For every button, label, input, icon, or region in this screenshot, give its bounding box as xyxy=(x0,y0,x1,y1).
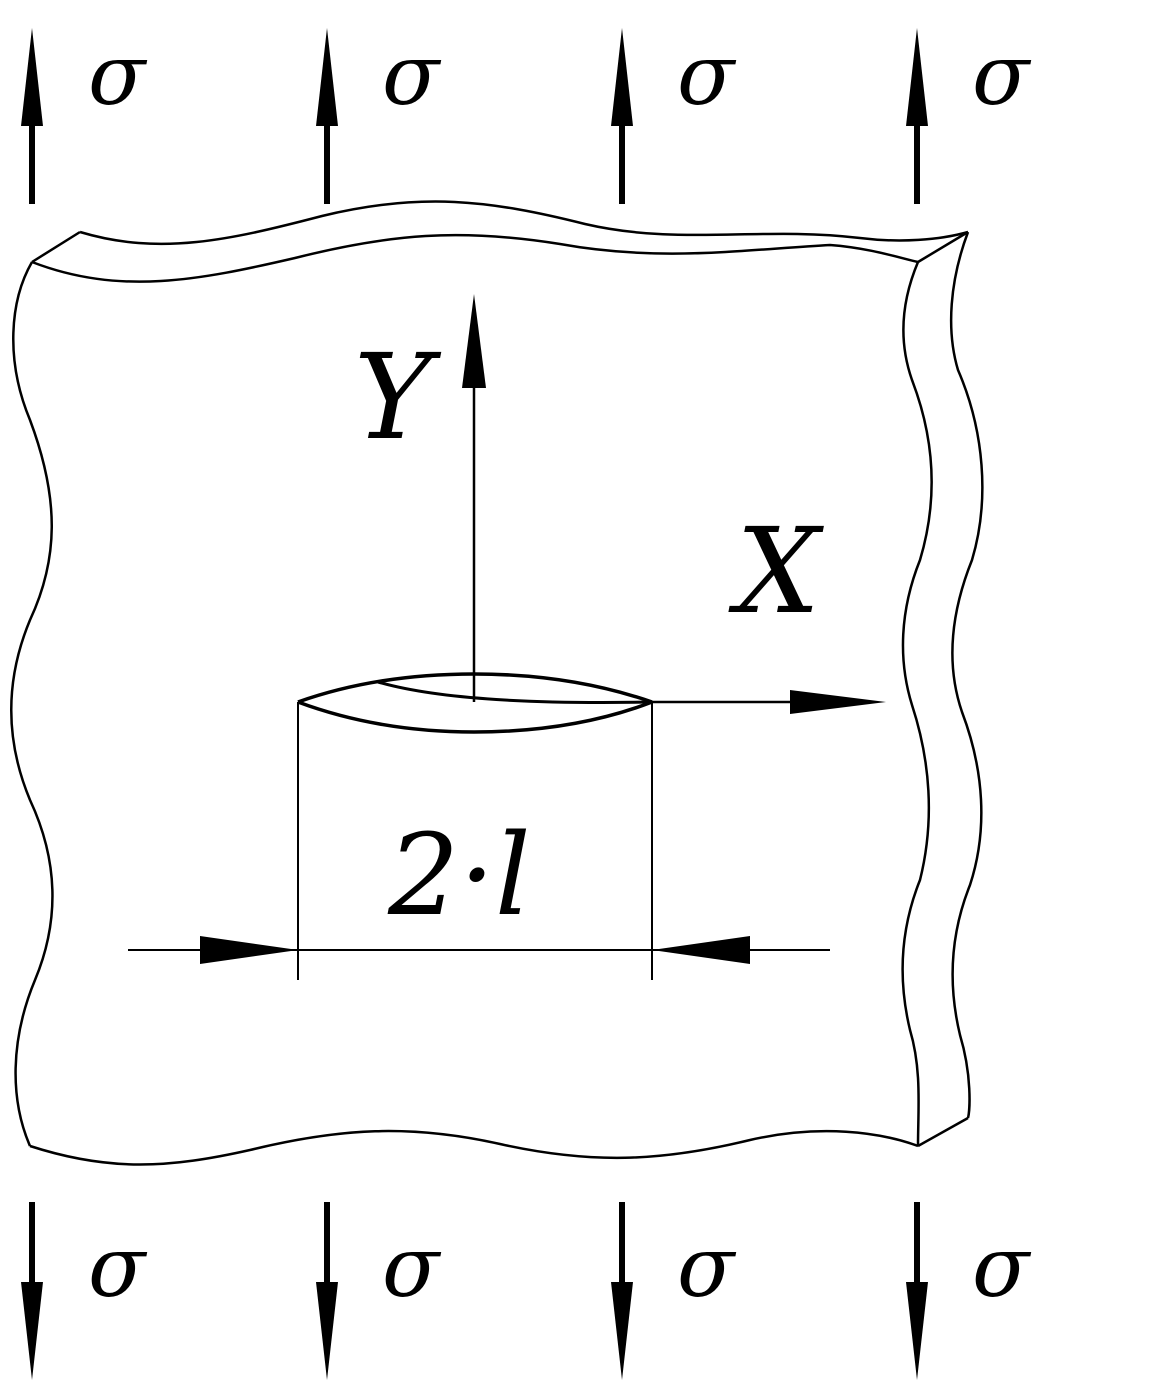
bottom-stress-label-1: σ xyxy=(88,1218,148,1316)
bottom-stress-arrow-2 xyxy=(316,1202,338,1380)
top-stress-arrow-2 xyxy=(316,28,338,204)
plate-top-left-depth xyxy=(31,230,81,264)
bottom-stress-arrow-3 xyxy=(611,1202,633,1380)
plate xyxy=(10,200,984,1166)
y-axis-label: Y xyxy=(354,328,442,466)
top-stress-label-3: σ xyxy=(677,26,737,124)
crack-inner-face xyxy=(377,680,653,704)
bottom-stress-arrow-4 xyxy=(906,1202,928,1380)
crack-length-dimension xyxy=(128,702,830,980)
crack xyxy=(297,672,653,734)
plate-bottom-right-depth xyxy=(917,1116,969,1148)
crack-lower-face xyxy=(297,700,653,734)
bottom-stress-label-3: σ xyxy=(677,1218,737,1316)
plate-bottom-edge xyxy=(29,1129,919,1166)
bottom-stress-label-4: σ xyxy=(972,1218,1032,1316)
plate-top-right-depth xyxy=(917,230,969,264)
crack-length-label: 2·l xyxy=(387,811,531,941)
top-stress-arrow-4 xyxy=(906,28,928,204)
crack-upper-face xyxy=(297,672,653,704)
bottom-stress-label-2: σ xyxy=(382,1218,442,1316)
bottom-stress-arrow-1 xyxy=(21,1202,43,1380)
top-stress-label-1: σ xyxy=(88,26,148,124)
y-axis xyxy=(462,294,486,702)
plate-right-edge xyxy=(901,261,933,1147)
top-stress-arrow-3 xyxy=(611,28,633,204)
plate-top-edge xyxy=(31,233,919,283)
plate-right-back-edge xyxy=(949,231,984,1119)
x-axis xyxy=(652,690,886,714)
x-axis-label: X xyxy=(728,502,824,640)
bottom-stress-arrows xyxy=(21,1202,928,1380)
dimension-arrow-right xyxy=(652,936,750,964)
top-stress-label-4: σ xyxy=(972,26,1032,124)
top-stress-arrow-1 xyxy=(21,28,43,204)
plate-top-back-edge xyxy=(79,200,969,246)
top-stress-arrows xyxy=(21,28,928,204)
plate-left-edge xyxy=(10,261,54,1147)
coordinate-axes xyxy=(462,294,886,714)
top-stress-label-2: σ xyxy=(382,26,442,124)
dimension-arrow-left xyxy=(200,936,298,964)
